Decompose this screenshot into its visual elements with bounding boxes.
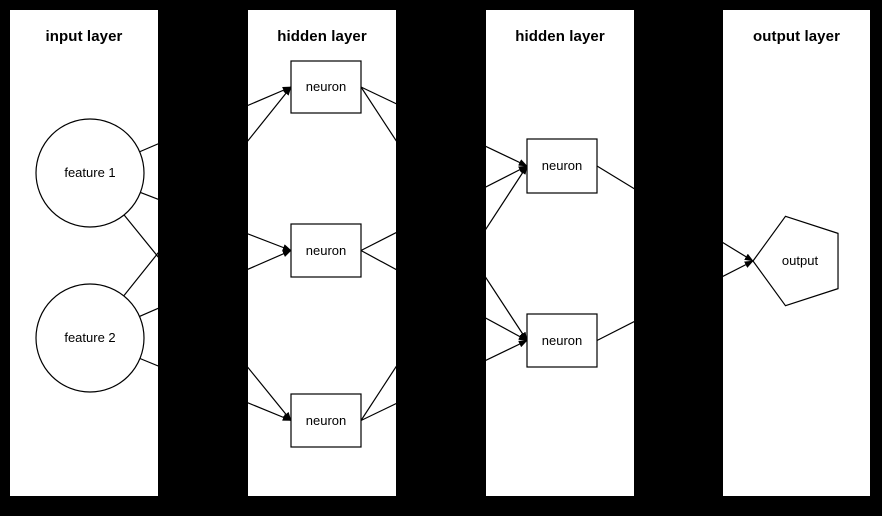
layer-title-output: output layer — [752, 28, 841, 45]
layer-panel-hidden-2: hidden layer — [486, 10, 634, 496]
node-label-hidden-2-0: neuron — [541, 158, 583, 173]
layer-title-hidden-2: hidden layer — [515, 28, 605, 45]
node-label-input-0: feature 1 — [64, 165, 116, 180]
node-label-hidden-2-1: neuron — [541, 332, 583, 348]
layer-title-hidden-1: hidden layer — [277, 28, 367, 45]
node-label-hidden-1-2: neuron — [305, 412, 347, 428]
node-label-hidden-1-1: neuron — [305, 242, 347, 258]
node-label-input-1: feature 2 — [64, 330, 116, 345]
layer-panel-input: input layer — [10, 10, 158, 496]
node-label-hidden-1-0: neuron — [305, 79, 347, 94]
layer-title-input: input layer — [45, 28, 123, 45]
node-label-output-0: output — [781, 253, 819, 268]
